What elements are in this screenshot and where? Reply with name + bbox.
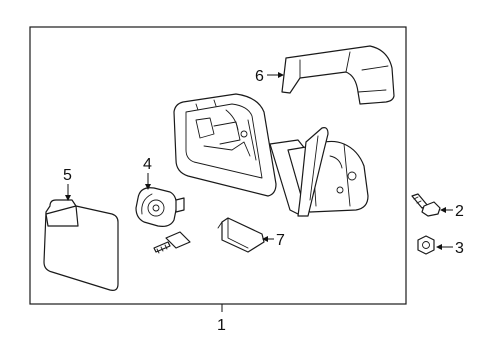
mirror-glass[interactable] (43, 199, 119, 291)
glass-actuator[interactable] (135, 187, 185, 227)
arrow-3 (436, 244, 442, 250)
callout-5: 5 (63, 167, 72, 184)
mirror-base-arm[interactable] (269, 127, 369, 217)
callout-3: 3 (455, 240, 464, 257)
turn-signal-lamp[interactable] (217, 217, 265, 253)
arrow-4 (145, 184, 151, 190)
mirror-housing-frame[interactable] (173, 93, 277, 197)
callout-4: 4 (143, 156, 152, 173)
mirror-cap[interactable] (281, 45, 395, 105)
arrow-6 (278, 72, 284, 78)
assembly-boundary-box (29, 26, 407, 305)
callout-7: 7 (276, 232, 285, 249)
arrow-5 (65, 195, 71, 201)
callout-1: 1 (217, 317, 226, 334)
screw[interactable] (153, 231, 191, 254)
arrow-7 (262, 236, 268, 242)
callout-2: 2 (455, 203, 464, 220)
arrow-2 (440, 207, 446, 213)
hex-nut[interactable] (417, 235, 435, 255)
callout-6: 6 (255, 68, 264, 85)
mounting-bolt[interactable] (411, 193, 441, 217)
